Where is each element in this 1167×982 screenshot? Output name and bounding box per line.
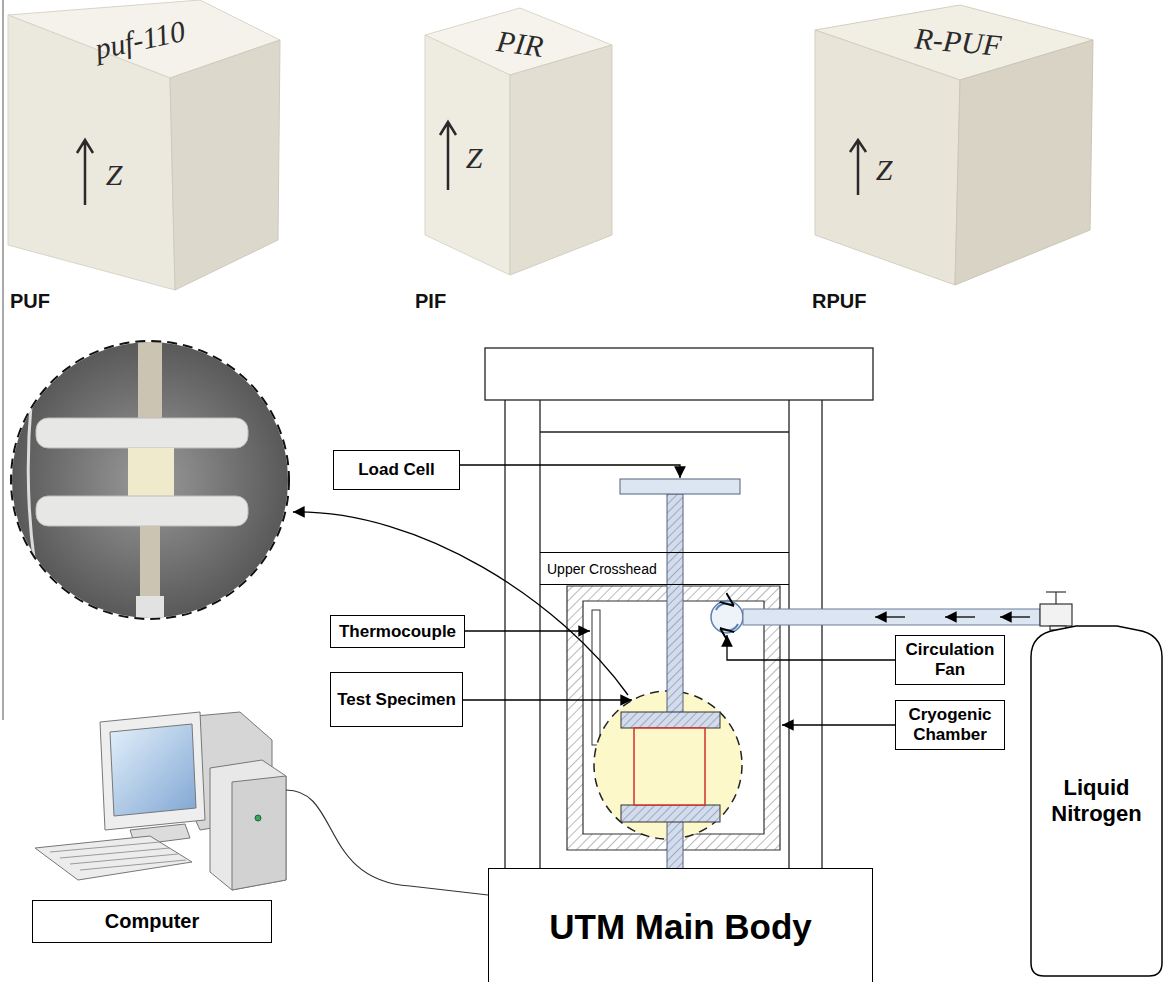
node-text: Load Cell (358, 460, 435, 480)
sample-name: PUF (10, 290, 50, 313)
node-text: UTM Main Body (549, 907, 811, 947)
specimen-outline (634, 728, 705, 805)
edge-line (3, 0, 4, 720)
node-text: Cryogenic Chamber (902, 705, 998, 744)
handwritten-mark: puf-110 (92, 14, 188, 66)
cylinder-outline (1031, 626, 1162, 976)
flow-arrow (875, 616, 1030, 617)
node-text: Test Specimen (337, 690, 456, 710)
axis-mark: Z (876, 153, 893, 187)
foam-cube (8, 0, 280, 290)
node-text: Thermocouple (339, 622, 456, 642)
computer-icon (35, 712, 286, 890)
nitrogen-cylinder: Liquid Nitrogen (1030, 625, 1163, 977)
valve (1040, 592, 1072, 630)
axis-mark: Z (466, 141, 483, 175)
node-text: Liquid Nitrogen (1038, 775, 1155, 828)
grip-plate (621, 712, 720, 728)
data-cable (286, 790, 488, 895)
component-label: Load Cell (333, 450, 460, 490)
grip-plate (621, 805, 720, 822)
specimen-photo (10, 340, 290, 620)
foam-cube (815, 5, 1093, 285)
thermocouple-probe (592, 610, 600, 745)
detail-callout (594, 691, 742, 839)
nitrogen-pipe (743, 609, 1040, 625)
machine-base: UTM Main Body (488, 868, 873, 982)
component-label: Circulation Fan (895, 635, 1005, 685)
handwritten-mark: PIR (495, 24, 546, 64)
node-text: Circulation Fan (902, 640, 998, 679)
axis-mark: Z (106, 158, 123, 192)
load-cell-plate (620, 479, 740, 494)
component-label: Computer (32, 900, 272, 943)
foam-cube (425, 8, 612, 275)
node-text: Upper Crosshead (547, 561, 657, 577)
node-text: Computer (105, 910, 199, 933)
component-label: Thermocouple (330, 615, 465, 648)
component-label: Cryogenic Chamber (895, 700, 1005, 750)
component-label: Test Specimen (330, 672, 463, 727)
sample-name: RPUF (812, 290, 866, 313)
crosshead-band: Upper Crosshead (540, 552, 789, 585)
sample-name: PIF (415, 290, 446, 313)
handwritten-mark: R-PUF (913, 21, 1002, 62)
fan-symbol (711, 601, 743, 633)
